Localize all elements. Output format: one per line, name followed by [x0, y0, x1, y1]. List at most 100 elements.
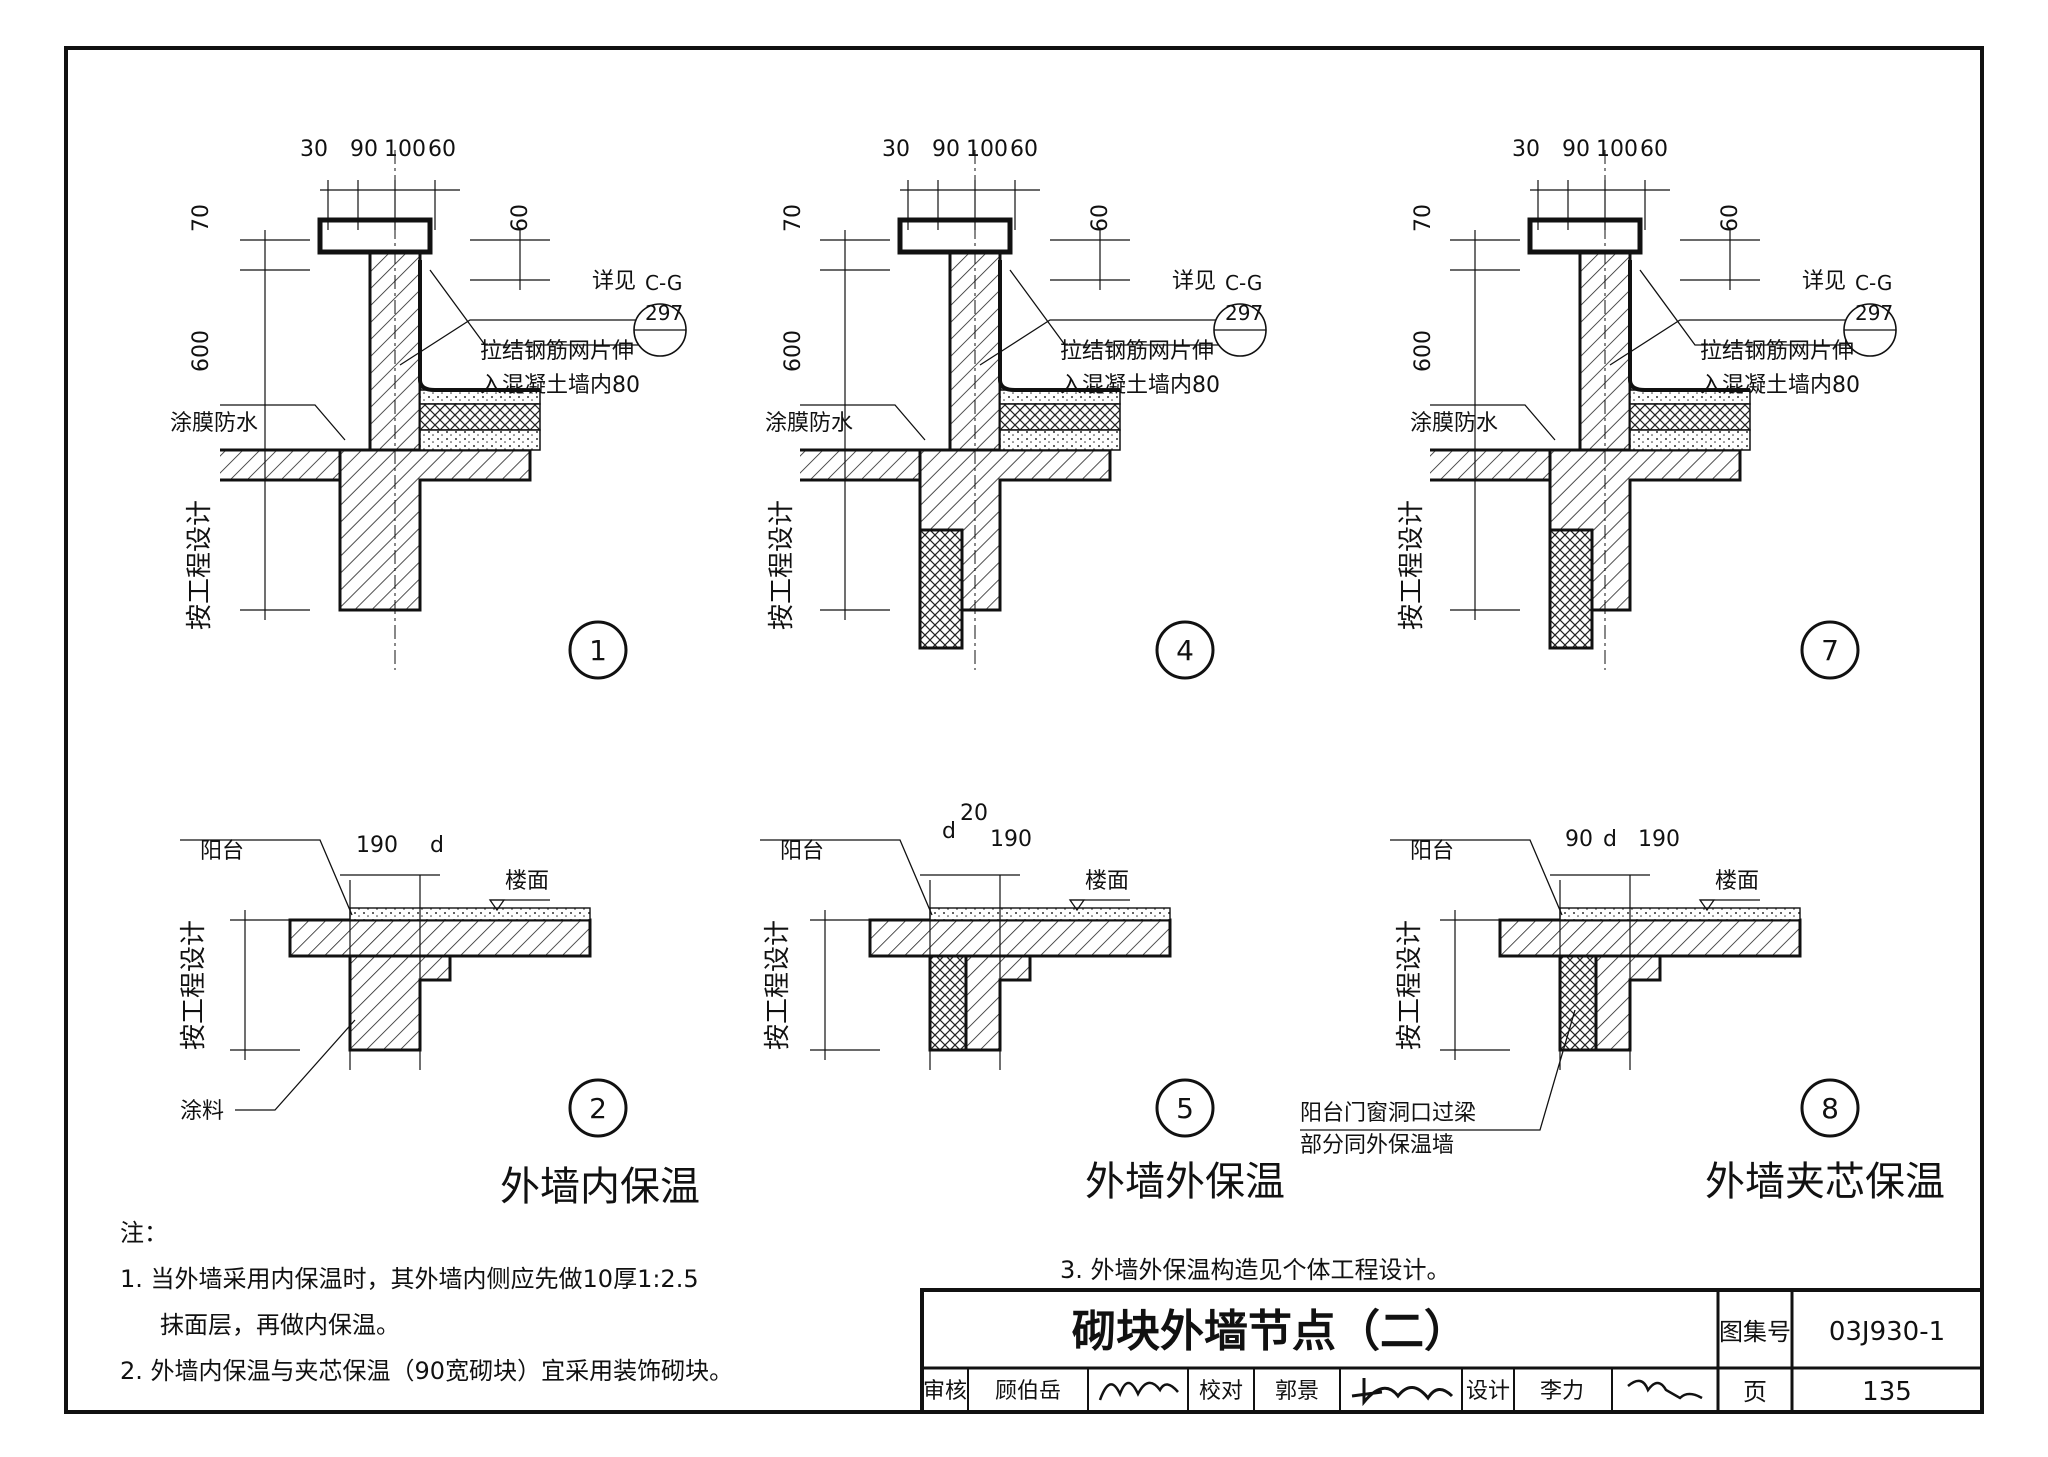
svg-text:100: 100	[966, 137, 1008, 162]
notes-heading: 注：	[120, 1219, 168, 1247]
svg-text:阳台: 阳台	[1410, 839, 1454, 864]
atlas-label: 图集号	[1719, 1318, 1791, 1346]
designer-signature	[1627, 1379, 1703, 1400]
page-number: 135	[1862, 1377, 1912, 1407]
svg-text:楼面: 楼面	[1085, 869, 1129, 894]
checker-name: 郭景	[1275, 1379, 1319, 1404]
detail-5-drawing	[758, 838, 1172, 1072]
svg-text:7: 7	[1821, 634, 1839, 667]
page-label: 页	[1743, 1378, 1767, 1406]
mesh-label-1: 拉结钢筋网片伸	[480, 339, 634, 364]
svg-text:190: 190	[990, 827, 1032, 852]
svg-text:30: 30	[882, 137, 910, 162]
svg-text:600: 600	[1411, 330, 1436, 372]
caption-internal: 外墙内保温	[500, 1164, 700, 1210]
detail-marker-7: 7	[1800, 620, 1860, 680]
mesh-label-2: 入混凝土墙内80	[480, 373, 640, 398]
detail-marker-8: 8	[1800, 1078, 1860, 1138]
detail-1-callouts: 详见 C-G 297 拉结钢筋网片伸 入混凝土墙内80 涂膜防水	[170, 269, 683, 436]
balcony-label: 阳台	[200, 839, 244, 864]
svg-text:拉结钢筋网片伸: 拉结钢筋网片伸	[1700, 339, 1854, 364]
caption-external: 外墙外保温	[1085, 1159, 1285, 1205]
note-2: 2. 外墙内保温与夹芯保温（90宽砌块）宜采用装饰砌块。	[120, 1357, 734, 1385]
ref-bottom: 297	[645, 301, 683, 325]
note-1b: 抹面层，再做内保温。	[160, 1311, 400, 1339]
note-1a: 1. 当外墙采用内保温时，其外墙内侧应先做10厚1:2.5	[120, 1265, 699, 1293]
svg-text:2: 2	[589, 1092, 607, 1125]
svg-text:190: 190	[356, 833, 398, 858]
svg-text:按工程设计: 按工程设计	[179, 920, 209, 1050]
dim-top: 30	[300, 137, 328, 162]
lintel-label-1: 阳台门窗洞口过梁	[1300, 1101, 1476, 1126]
svg-text:按工程设计: 按工程设计	[1395, 920, 1425, 1050]
floor-label: 楼面	[505, 869, 549, 894]
checker-signature	[1351, 1378, 1454, 1407]
svg-text:60: 60	[1718, 204, 1743, 232]
svg-text:d: d	[430, 833, 444, 858]
caption-sandwich: 外墙夹芯保温	[1705, 1159, 1945, 1205]
designer-name: 李力	[1540, 1379, 1584, 1404]
detail-2-labels: 190 d 阳台 楼面 涂料 按工程设计	[179, 833, 549, 1124]
svg-text:20: 20	[960, 801, 988, 826]
title-block: 砌块外墙节点（二） 图集号 03J930-1 审核 顾伯岳 校对 郭景 设计 李…	[920, 1288, 1984, 1414]
svg-text:涂膜防水: 涂膜防水	[1410, 411, 1498, 436]
reviewer-name: 顾伯岳	[995, 1379, 1061, 1404]
svg-text:详见: 详见	[1172, 269, 1216, 294]
dim-600: 600	[189, 330, 214, 372]
svg-text:600: 600	[781, 330, 806, 372]
svg-text:5: 5	[1176, 1092, 1194, 1125]
ref-top: C-G	[645, 271, 682, 295]
paint-label: 涂料	[180, 1099, 224, 1124]
svg-text:阳台: 阳台	[780, 839, 824, 864]
svg-text:1: 1	[589, 634, 607, 667]
detail-4-drawing	[800, 150, 1266, 670]
svg-text:60: 60	[1640, 137, 1668, 162]
dim-by-design: 按工程设计	[185, 500, 215, 630]
atlas-number: 03J930-1	[1829, 1317, 1945, 1347]
svg-text:190: 190	[1638, 827, 1680, 852]
svg-text:90: 90	[350, 137, 378, 162]
svg-text:按工程设计: 按工程设计	[1397, 500, 1427, 630]
design-label: 设计	[1466, 1379, 1510, 1404]
svg-text:100: 100	[384, 137, 426, 162]
svg-text:60: 60	[428, 137, 456, 162]
svg-text:入混凝土墙内80: 入混凝土墙内80	[1060, 373, 1220, 398]
check-label: 校对	[1199, 1379, 1243, 1404]
svg-text:8: 8	[1821, 1092, 1839, 1125]
svg-text:100: 100	[1596, 137, 1638, 162]
svg-text:d: d	[1603, 827, 1617, 852]
detail-7-callouts: 详见 C-G 297 拉结钢筋网片伸 入混凝土墙内80 涂膜防水	[1410, 269, 1893, 436]
detail-marker-5: 5	[1155, 1078, 1215, 1138]
svg-text:90: 90	[932, 137, 960, 162]
dim-70: 70	[189, 204, 214, 232]
detail-4-dims: 30 90 100 60 70 600 60 按工程设计	[767, 137, 1113, 630]
detail-marker-2: 2	[568, 1078, 628, 1138]
see-label: 详见	[592, 269, 636, 294]
detail-4-callouts: 详见 C-G 297 拉结钢筋网片伸 入混凝土墙内80 涂膜防水	[765, 269, 1263, 436]
detail-5-labels: d 20 190 阳台 楼面 按工程设计	[763, 801, 1129, 1050]
dim-60: 60	[508, 204, 533, 232]
review-label: 审核	[923, 1379, 967, 1404]
svg-text:详见: 详见	[1802, 269, 1846, 294]
notes: 注： 1. 当外墙采用内保温时，其外墙内侧应先做10厚1:2.5 抹面层，再做内…	[120, 1210, 920, 1394]
svg-text:297: 297	[1225, 301, 1263, 325]
svg-text:60: 60	[1088, 204, 1113, 232]
detail-7-drawing	[1430, 150, 1896, 670]
sheet-title: 砌块外墙节点（二）	[1072, 1306, 1468, 1357]
note-3: 3. 外墙外保温构造见个体工程设计。	[1060, 1256, 1451, 1284]
svg-text:60: 60	[1010, 137, 1038, 162]
svg-text:按工程设计: 按工程设计	[763, 920, 793, 1050]
svg-text:按工程设计: 按工程设计	[767, 500, 797, 630]
svg-text:30: 30	[1512, 137, 1540, 162]
svg-text:拉结钢筋网片伸: 拉结钢筋网片伸	[1060, 339, 1214, 364]
detail-1-dims: 30 90 100 60 70 600 60 按工程设计	[185, 137, 533, 630]
svg-text:90: 90	[1565, 827, 1593, 852]
svg-text:4: 4	[1176, 634, 1194, 667]
svg-text:70: 70	[1411, 204, 1436, 232]
svg-text:d: d	[942, 819, 956, 844]
svg-text:C-G: C-G	[1225, 271, 1262, 295]
svg-text:70: 70	[781, 204, 806, 232]
detail-marker-4: 4	[1155, 620, 1215, 680]
svg-text:楼面: 楼面	[1715, 869, 1759, 894]
